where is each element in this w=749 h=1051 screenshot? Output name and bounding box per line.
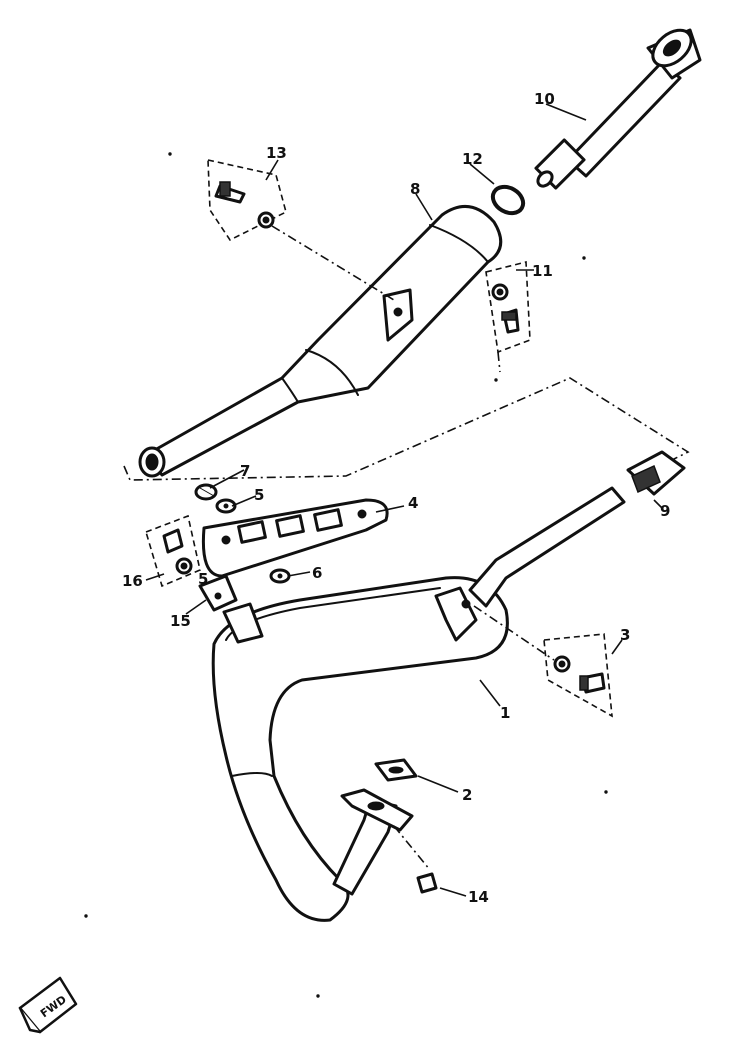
bolt-set-11 (485, 260, 531, 373)
callout-5a: 5 (254, 486, 264, 504)
callout-14: 14 (468, 888, 489, 906)
callout-11: 11 (532, 262, 553, 280)
callout-7: 7 (240, 462, 250, 480)
bolt-set-16 (145, 514, 201, 588)
callout-16: 16 (122, 572, 143, 590)
muffler (138, 205, 503, 478)
washer-6 (269, 568, 291, 584)
leader-lines (145, 103, 663, 897)
callout-labels: 1 2 3 4 5 6 7 8 9 10 11 12 13 14 15 16 5 (122, 90, 670, 906)
damper-rubber (626, 450, 686, 496)
tail-pipe (534, 28, 702, 190)
o-ring (490, 184, 526, 216)
callout-8: 8 (410, 180, 420, 198)
callout-4: 4 (408, 494, 418, 512)
exhaust-pipe (211, 486, 626, 922)
callout-6: 6 (312, 564, 322, 582)
pipe-flange (340, 788, 414, 832)
callout-10: 10 (534, 90, 555, 108)
bolt-set-13 (207, 158, 395, 301)
nut-14 (393, 825, 438, 894)
washer-5a (215, 498, 237, 514)
heat-protector (201, 498, 389, 578)
scan-specks (84, 152, 608, 998)
callout-2: 2 (462, 786, 472, 804)
callout-9: 9 (660, 502, 670, 520)
gasket-2 (374, 758, 418, 782)
callout-13: 13 (266, 144, 287, 162)
callout-12: 12 (462, 150, 483, 168)
bracket-15 (198, 574, 238, 612)
screw-7 (194, 483, 218, 501)
callout-5b: 5 (198, 570, 208, 588)
bolt-set-3 (473, 605, 613, 718)
front-direction-arrow: FWD (18, 976, 78, 1034)
callout-3: 3 (620, 626, 630, 644)
callout-1: 1 (500, 704, 510, 722)
callout-15: 15 (170, 612, 191, 630)
